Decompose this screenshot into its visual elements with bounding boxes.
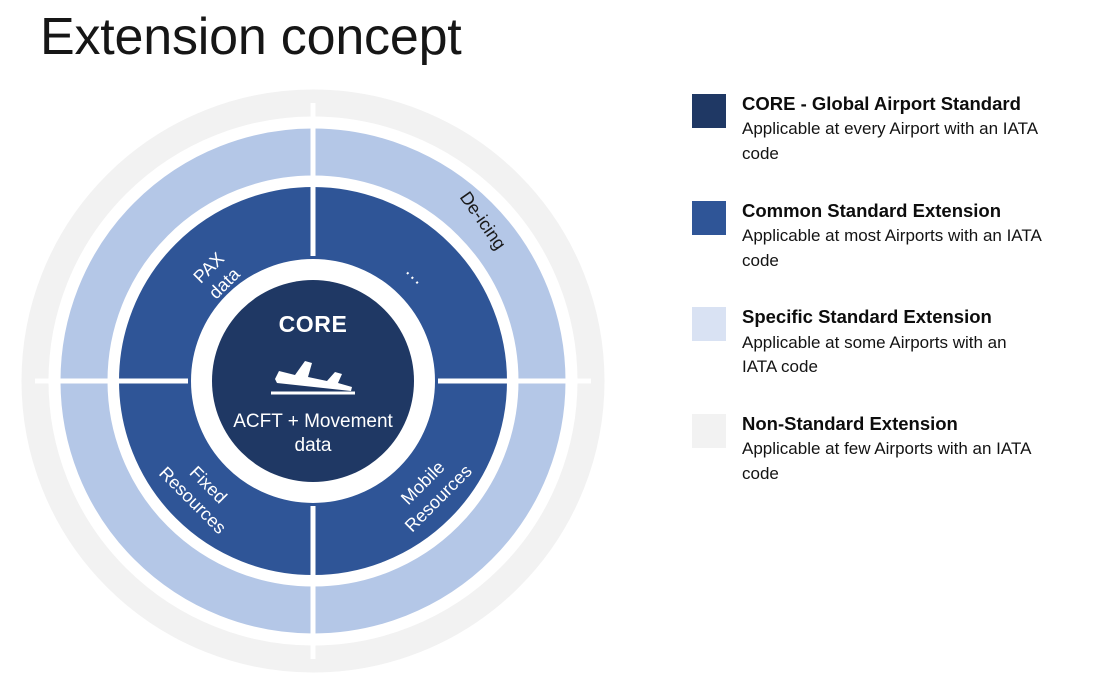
core-title: CORE <box>279 311 348 337</box>
legend-text-non-standard: Non-Standard Extension Applicable at few… <box>742 412 1042 487</box>
legend-text-specific: Specific Standard Extension Applicable a… <box>742 305 1042 380</box>
core-subtitle-line1: ACFT + Movement <box>233 411 393 432</box>
legend-heading-core: CORE - Global Airport Standard <box>742 93 1021 114</box>
legend-item-non-standard[interactable]: Non-Standard Extension Applicable at few… <box>692 412 1092 487</box>
legend-item-common[interactable]: Common Standard Extension Applicable at … <box>692 199 1092 274</box>
legend-desc-common: Applicable at most Airports with an IATA… <box>742 226 1041 270</box>
core-subtitle-line2: data <box>295 435 332 456</box>
legend-item-core[interactable]: CORE - Global Airport Standard Applicabl… <box>692 92 1092 167</box>
page-title: Extension concept <box>40 8 462 66</box>
legend-heading-common: Common Standard Extension <box>742 199 1002 221</box>
legend: CORE - Global Airport Standard Applicabl… <box>692 92 1092 487</box>
legend-text-core: CORE - Global Airport Standard Applicabl… <box>742 92 1042 167</box>
legend-desc-specific: Applicable at some Airports with an IATA… <box>742 332 1007 377</box>
legend-heading-non-standard: Non-Standard Extension <box>742 413 958 435</box>
legend-desc-non-standard: Applicable at few Airports with an IATA … <box>742 439 1031 484</box>
legend-heading-specific: Specific Standard Extension <box>742 306 992 328</box>
airplane-takeoff-icon <box>275 361 352 391</box>
legend-swatch-non-standard <box>692 414 726 449</box>
legend-desc-core: Applicable at every Airport with an IATA… <box>742 119 1038 164</box>
ring-dividers <box>35 103 591 659</box>
legend-swatch-common <box>692 200 726 235</box>
legend-swatch-specific <box>692 307 726 342</box>
legend-text-common: Common Standard Extension Applicable at … <box>742 199 1042 274</box>
core-outline-ring <box>197 265 429 497</box>
extension-concept-diagram: PAX data ... Fixed Resources Mobile Reso… <box>21 89 605 673</box>
legend-swatch-core <box>692 94 726 128</box>
legend-item-specific[interactable]: Specific Standard Extension Applicable a… <box>692 305 1092 380</box>
